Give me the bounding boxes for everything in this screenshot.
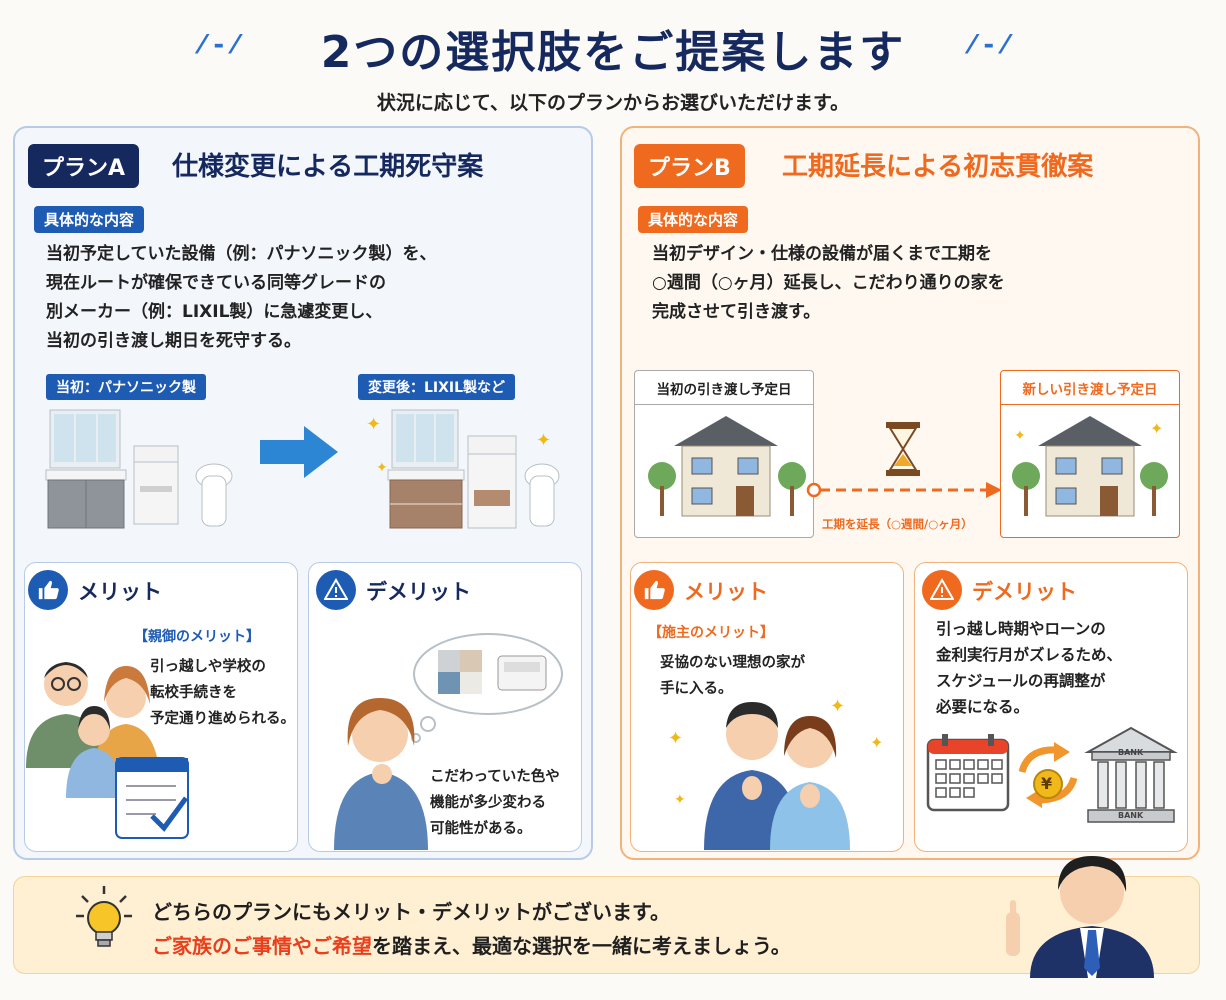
svg-text:✦: ✦ <box>870 733 883 752</box>
svg-text:✦: ✦ <box>376 460 388 476</box>
after-label: 変更後：LIXIL製など <box>358 374 516 400</box>
svg-text:✦: ✦ <box>536 430 551 451</box>
merit-line: 予定通り進められる。 <box>150 711 295 727</box>
arrow-right-icon <box>260 426 338 478</box>
house-illustration <box>648 416 806 517</box>
extend-label: 工期を延長（○週間/○ヶ月） <box>822 517 973 531</box>
new-date-label: 新しい引き渡し予定日 <box>1000 372 1180 405</box>
thumbs-up-icon <box>28 570 68 610</box>
page-title: 2つの選択肢をご提案します <box>320 27 906 78</box>
demerit-line: 金利実行月がズレるため、 <box>936 646 1123 664</box>
demerit-line: 引っ越し時期やローンの <box>936 620 1106 638</box>
advisor-illustration <box>1006 856 1154 978</box>
thinking-person-illustration <box>334 633 563 850</box>
before-fixtures-illustration <box>45 409 233 529</box>
original-date-label: 当初の引き渡し予定日 <box>634 372 814 405</box>
plan-a-merit-bracket: 【親御のメリット】 <box>134 629 260 645</box>
detail-line: 当初予定していた設備（例：パナソニック製）を、 <box>46 244 437 264</box>
merit-line: 転校手続きを <box>150 685 237 701</box>
detail-line: 当初の引き渡し期日を死守する。 <box>46 331 301 351</box>
demerit-line: 可能性がある。 <box>430 821 532 837</box>
lightbulb-icon <box>76 886 132 947</box>
hourglass-icon <box>886 422 920 476</box>
warning-icon <box>922 570 962 610</box>
summary-banner <box>13 876 1200 974</box>
sparkle-icon: ⁄ ‑ ⁄ <box>970 30 1008 60</box>
plan-b-demerit-text: 引っ越し時期やローンの 金利実行月がズレるため、 スケジュールの再調整が 必要に… <box>936 616 1186 720</box>
summary-line-1: どちらのプランにもメリット・デメリットがございます。 <box>152 900 670 924</box>
after-fixtures-illustration: ✦ ✦ ✦ <box>366 409 560 529</box>
summary-highlight: ご家族のご事情やご希望 <box>152 934 372 958</box>
calendar-icon <box>926 734 1010 812</box>
plan-b-merit-heading: メリット <box>684 580 768 604</box>
detail-line: 現在ルートが確保できている同等グレードの <box>46 273 386 293</box>
bank-icon <box>1084 726 1178 823</box>
exchange-arrows-icon <box>1018 742 1078 808</box>
plan-a-detail-label: 具体的な内容 <box>34 206 145 233</box>
thumbs-up-icon <box>634 570 674 610</box>
summary-line-2: ご家族のご事情やご希望を踏まえ、最適な選択を一緒に考えましょう。 <box>152 930 791 959</box>
plan-b-demerit-heading: デメリット <box>972 580 1077 604</box>
plan-b-detail-label: 具体的な内容 <box>638 206 749 233</box>
before-label: 当初：パナソニック製 <box>46 374 206 400</box>
plan-a-demerit-heading: デメリット <box>366 580 471 604</box>
bank-sign-bottom: BANK <box>1118 811 1144 820</box>
plan-a-title: 仕様変更による工期死守案 <box>172 152 484 182</box>
couple-illustration: ✦ ✦ ✦ ✦ <box>668 696 883 850</box>
plan-b-merit-text: 妥協のない理想の家が 手に入る。 <box>660 650 890 702</box>
plan-a-tag: プランA <box>28 144 140 188</box>
plan-a-merit-heading: メリット <box>78 580 162 604</box>
warning-icon <box>316 570 356 610</box>
plan-a-detail: 当初予定していた設備（例：パナソニック製）を、 現在ルートが確保できている同等グ… <box>46 240 576 356</box>
plan-b-merit-bracket: 【施主のメリット】 <box>648 625 774 641</box>
plan-b-title: 工期延長による初志貫徹案 <box>782 152 1094 182</box>
demerit-line: こだわっていた色や <box>430 769 560 785</box>
merit-line: 手に入る。 <box>660 681 733 697</box>
plan-a-demerit-text: こだわっていた色や 機能が多少変わる 可能性がある。 <box>430 764 580 842</box>
demerit-line: 機能が多少変わる <box>430 795 546 811</box>
bank-sign-top: BANK <box>1118 748 1144 757</box>
detail-line: ○週間（○ヶ月）延長し、こだわり通りの家を <box>652 273 1005 293</box>
svg-text:✦: ✦ <box>668 728 683 749</box>
detail-line: 別メーカー（例：LIXIL製）に急遽変更し、 <box>46 302 383 322</box>
svg-text:✦: ✦ <box>366 414 381 435</box>
timeline-arrow <box>806 422 1002 498</box>
svg-text:✦: ✦ <box>830 696 845 717</box>
merit-line: 妥協のない理想の家が <box>660 655 805 671</box>
svg-text:✦: ✦ <box>1150 419 1163 438</box>
plan-a-merit-text: 引っ越しや学校の 転校手続きを 予定通り進められる。 <box>150 654 296 732</box>
plan-b-tag: プランB <box>634 144 745 188</box>
summary-line-2-rest: を踏まえ、最適な選択を一緒に考えましょう。 <box>372 934 791 958</box>
demerit-line: 必要になる。 <box>936 698 1030 716</box>
svg-text:✦: ✦ <box>674 792 686 808</box>
yen-symbol: ¥ <box>1041 774 1053 793</box>
detail-line: 完成させて引き渡す。 <box>652 302 821 322</box>
plan-b-detail: 当初デザイン・仕様の設備が届くまで工期を ○週間（○ヶ月）延長し、こだわり通りの… <box>652 240 1192 327</box>
svg-text:✦: ✦ <box>1014 428 1026 444</box>
detail-line: 当初デザイン・仕様の設備が届くまで工期を <box>652 244 992 264</box>
demerit-line: スケジュールの再調整が <box>936 672 1106 690</box>
sparkle-icon: ⁄ ‑ ⁄ <box>200 30 238 60</box>
family-illustration <box>26 662 189 839</box>
merit-line: 引っ越しや学校の <box>150 659 266 675</box>
new-house-illustration: ✦ ✦ <box>1012 416 1168 517</box>
page-subtitle: 状況に応じて、以下のプランからお選びいただけます。 <box>376 92 850 114</box>
